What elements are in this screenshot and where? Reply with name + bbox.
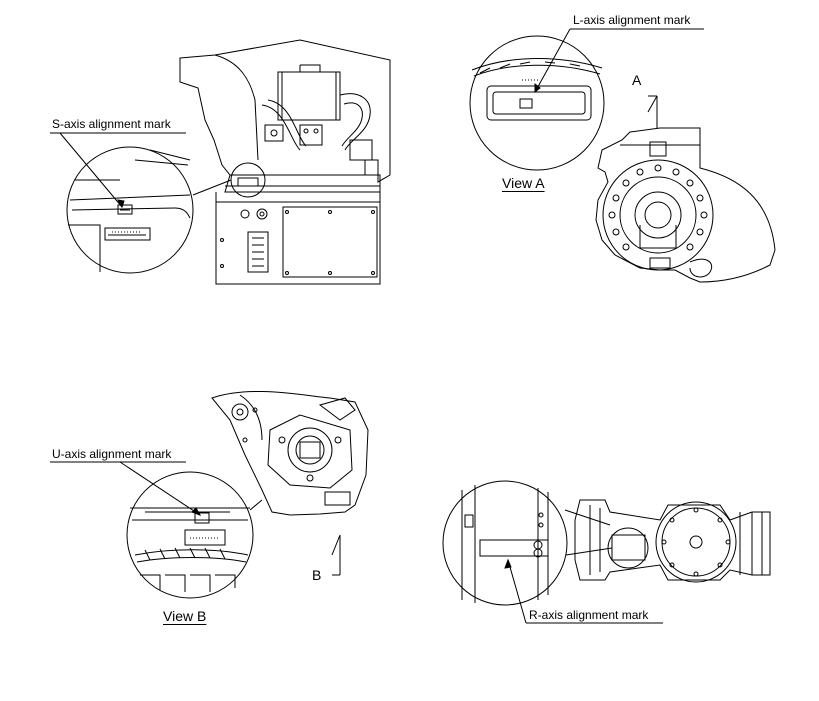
view-a-arrow bbox=[647, 95, 658, 128]
s-axis-alignment-label: S-axis alignment mark bbox=[52, 117, 171, 131]
l-axis-arm-front-view bbox=[595, 127, 776, 283]
view-a-caption: View A bbox=[502, 175, 545, 191]
u-axis-leader-line bbox=[50, 461, 201, 516]
arrow-b-letter: B bbox=[312, 567, 322, 583]
view-b-arrow bbox=[331, 534, 341, 576]
u-axis-detail-magnifier bbox=[126, 471, 263, 599]
s-axis-detail-magnifier bbox=[66, 146, 232, 274]
r-axis-alignment-label: R-axis alignment mark bbox=[529, 608, 649, 622]
s-axis-leader-line bbox=[50, 132, 186, 208]
l-axis-alignment-label: L-axis alignment mark bbox=[573, 13, 691, 27]
l-axis-detail-magnifier bbox=[469, 35, 605, 171]
u-axis-alignment-label: U-axis alignment mark bbox=[52, 447, 172, 461]
r-axis-leader-line bbox=[507, 559, 663, 624]
wrist-flange-top-view bbox=[574, 499, 771, 583]
view-b-caption: View B bbox=[163, 608, 207, 624]
arrow-a-letter: A bbox=[632, 72, 642, 88]
r-axis-detail-magnifier bbox=[442, 480, 613, 606]
robot-base-side-view bbox=[179, 39, 391, 285]
l-axis-leader-line bbox=[534, 28, 704, 93]
wrist-bottom-view bbox=[211, 391, 369, 516]
bolt-ring bbox=[608, 164, 708, 251]
